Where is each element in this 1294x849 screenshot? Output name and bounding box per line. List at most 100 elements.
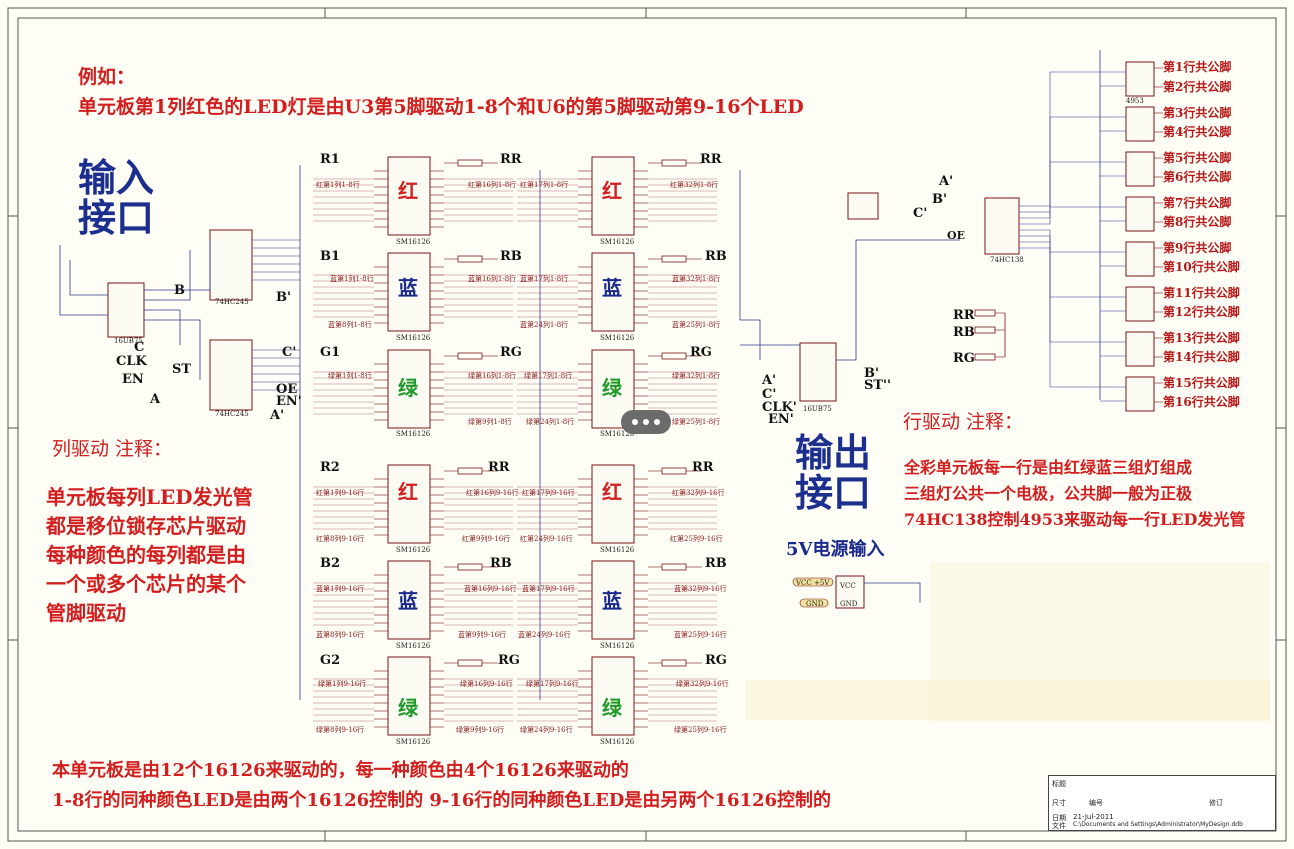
res-label-rr-3: RR — [488, 460, 510, 475]
note-g-bot-right: 绿第32列9-16行 — [676, 680, 729, 688]
data-bus — [739, 170, 761, 360]
note-g-bot-left-b: 绿第8列9-16行 — [316, 726, 365, 734]
sig-a-prime: A' — [270, 408, 285, 423]
shift-register-chip — [591, 656, 635, 736]
tb-title: 标题 — [1052, 780, 1066, 788]
shift-register-chip — [387, 656, 431, 736]
bank-label-g2: G2 — [320, 653, 341, 668]
note-g-top-left: 绿第1列1-8行 — [328, 372, 372, 380]
row-common-2: 第2行共公脚 — [1163, 80, 1232, 94]
resistor — [661, 563, 687, 571]
note-b-top-mid-b: 蓝第24列1-8行 — [520, 321, 569, 329]
chip-tag-red-3: 红 — [398, 480, 418, 504]
note-r-top-mid2: 红第17列1-8行 — [520, 181, 569, 189]
note-g-top-right: 绿第32列1-8行 — [672, 372, 721, 380]
col-drive-title: 列驱动 注释： — [52, 438, 173, 460]
resistor — [974, 309, 996, 317]
sig-b: B — [174, 283, 185, 298]
note-g-bot-right-b: 绿第25列9-16行 — [674, 726, 727, 734]
res-label-rg-4: RG — [705, 653, 727, 668]
shift-register-chip — [387, 156, 431, 236]
dot-icon — [632, 419, 638, 425]
sig-st: ST — [172, 362, 192, 377]
sig-c: C — [134, 340, 145, 355]
resistor — [661, 255, 687, 263]
res-label-rr-2: RR — [700, 152, 722, 167]
row-common-3: 第3行共公脚 — [1163, 106, 1232, 120]
row-select-wire — [1019, 161, 1126, 219]
resistor — [661, 159, 687, 167]
chip-part-12: SM16126 — [600, 738, 635, 746]
part-jp3-gnd: GND — [840, 600, 858, 608]
row-driver-chip — [1125, 196, 1155, 232]
note-b-bot-right: 蓝第32列9-16行 — [674, 585, 727, 593]
part-u16: 74HC138 — [990, 256, 1024, 264]
note-r-bot-left: 红第1列9-16行 — [316, 489, 365, 497]
note-g-bot-mid: 绿第16列9-16行 — [460, 680, 513, 688]
row-driver-chip — [1125, 61, 1155, 97]
bank-label-b2: B2 — [320, 556, 341, 571]
chip-part-6: SM16126 — [600, 430, 635, 438]
chip-part-3: SM16126 — [396, 334, 431, 342]
row-common-5: 第5行共公脚 — [1163, 151, 1232, 165]
note-r-bot-mid-b: 红第9列9-16行 — [462, 535, 511, 543]
note-g-bot-mid2: 绿第17列9-16行 — [526, 680, 579, 688]
bottom-note-1: 本单元板是由12个16126来驱动的，每一种颜色由4个16126来驱动的 — [52, 760, 629, 781]
note-b-bot-mid: 蓝第16列9-16行 — [464, 585, 517, 593]
note-g-bot-left: 绿第1列9-16行 — [318, 680, 367, 688]
shift-register-chip — [387, 464, 431, 544]
note-b-top-left: 蓝第1列1-8行 — [330, 275, 374, 283]
part-u1: 74HC245 — [215, 298, 249, 306]
bottom-note-2: 1-8行的同种颜色LED是由两个16126控制的 9-16行的同种颜色LED是由… — [52, 790, 832, 811]
chip-part-10: SM16126 — [600, 642, 635, 650]
resistor — [661, 352, 687, 360]
bank-label-g1: G1 — [320, 345, 341, 360]
chip-part-5: SM16126 — [396, 430, 431, 438]
part-vcc-in: VCC +5V — [796, 579, 830, 587]
note-r-bot-mid2-b: 红第24列9-16行 — [520, 535, 573, 543]
col-drive-body: 单元板每列LED发光管 都是移位锁存芯片驱动 每种颜色的每列都是由 一个或多个芯… — [46, 485, 253, 625]
sig-oe: OE — [276, 382, 298, 397]
row-common-10: 第10行共公脚 — [1163, 260, 1240, 274]
note-b-bot-right-b: 蓝第25列9-16行 — [674, 631, 727, 639]
tb-file: 文件 — [1052, 822, 1066, 830]
part-u2: 74HC245 — [215, 410, 249, 418]
row-driver-chip — [1125, 376, 1155, 412]
note-r-bot-mid: 红第16列9-16行 — [466, 489, 519, 497]
chip-part-7: SM16126 — [396, 546, 431, 554]
out-sig-en: EN' — [768, 412, 794, 427]
note-b-bot-mid2-b: 蓝第24列9-16行 — [518, 631, 571, 639]
chip-tag-blue-1: 蓝 — [398, 276, 418, 300]
row-select-wire — [1019, 241, 1126, 343]
shift-register-chip — [387, 349, 431, 429]
chip-tag-green-3: 绿 — [398, 696, 418, 720]
resistor — [457, 659, 483, 667]
tb-file-val: C:\Documents and Settings\Administrator\… — [1073, 821, 1243, 828]
chip-part-11: SM16126 — [396, 738, 431, 746]
vcc-port — [792, 577, 834, 587]
tb-size: 尺寸 — [1052, 799, 1066, 807]
more-options-button[interactable] — [621, 410, 671, 434]
input-wire — [144, 319, 201, 380]
chip-part-1: SM16126 — [396, 238, 431, 246]
bank-label-r1: R1 — [320, 152, 340, 167]
chip-tag-blue-4: 蓝 — [602, 589, 622, 613]
row-driver-chip — [1125, 331, 1155, 367]
row-select-wire — [1019, 206, 1126, 225]
shift-register-chip — [387, 252, 431, 332]
output-wire — [836, 239, 960, 361]
row-sig-oe: OE — [947, 229, 965, 242]
scan-smear — [745, 680, 1270, 720]
row-common-6: 第6行共公脚 — [1163, 170, 1232, 184]
gnd-port — [799, 598, 829, 608]
resistor — [457, 467, 483, 475]
note-b-top-mid2: 蓝第17列1-8行 — [520, 275, 569, 283]
resistor — [457, 563, 483, 571]
chip-part-8: SM16126 — [600, 546, 635, 554]
resistor — [974, 353, 996, 361]
inverter-chip — [847, 192, 879, 220]
row-select-wire — [1019, 229, 1126, 253]
tb-number: 编号 — [1089, 799, 1103, 807]
row-common-7: 第7行共公脚 — [1163, 196, 1232, 210]
row-common-16: 第16行共公脚 — [1163, 395, 1240, 409]
